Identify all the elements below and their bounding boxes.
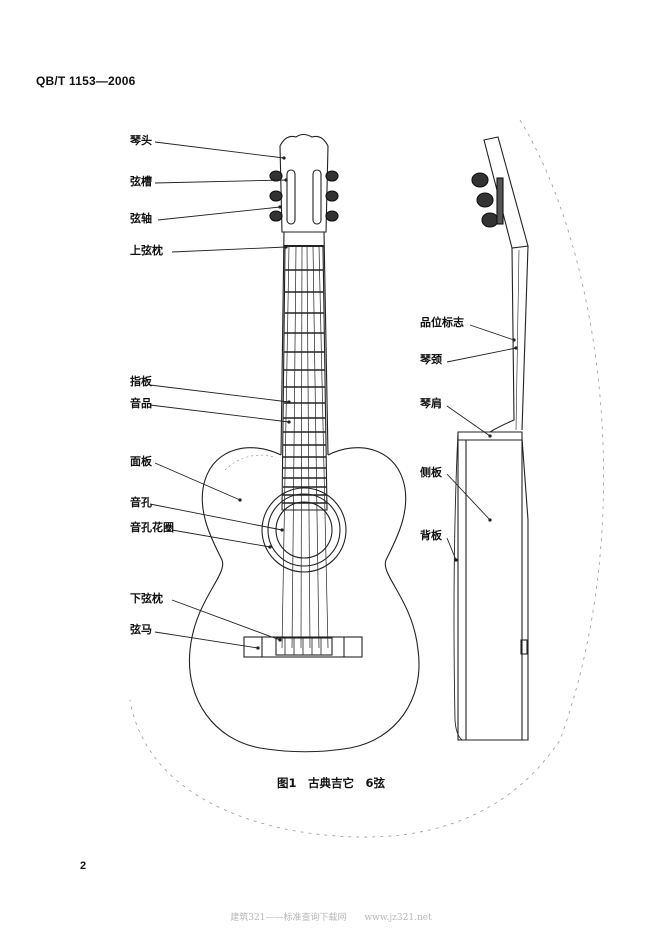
label-position-marker: 品位标志 [420, 316, 464, 329]
label-rosette: 音孔花圈 [130, 521, 174, 534]
label-string-shaft: 弦轴 [130, 212, 152, 225]
label-neck: 琴颈 [420, 353, 442, 366]
label-shoulder: 琴肩 [420, 397, 442, 410]
label-side-plate: 侧板 [420, 466, 442, 479]
label-nut: 上弦枕 [130, 244, 163, 257]
label-headstock: 琴头 [130, 134, 152, 147]
label-top-plate: 面板 [130, 455, 152, 468]
page-number: 2 [80, 860, 87, 872]
label-saddle: 下弦枕 [130, 592, 163, 605]
figure-caption: 图1 古典吉它 6弦 [276, 776, 385, 790]
standard-code: QB/T 1153—2006 [36, 74, 136, 88]
site-watermark: 建筑321——标准查询下载网 www.jz321.net [230, 913, 432, 923]
label-back-plate: 背板 [420, 529, 442, 542]
label-fret: 音品 [130, 397, 152, 410]
label-fingerboard: 指板 [130, 375, 152, 388]
label-bridge: 弦马 [130, 623, 152, 636]
label-string-slot: 弦槽 [130, 175, 152, 188]
label-sound-hole: 音孔 [130, 496, 152, 509]
